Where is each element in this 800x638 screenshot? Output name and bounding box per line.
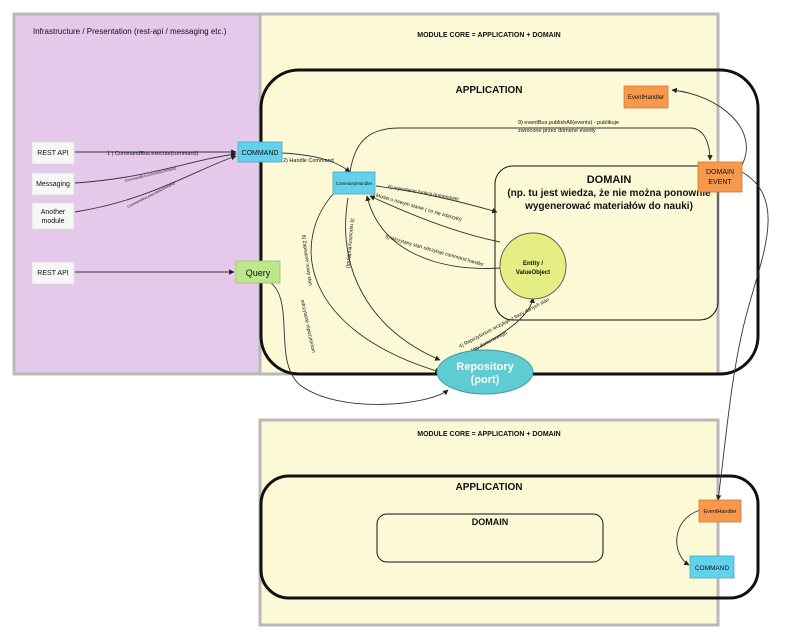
command-handler-node-label: CommandHandler (336, 181, 373, 186)
command-node: COMMAND (237, 141, 283, 163)
domain-title-top: DOMAIN (587, 174, 632, 186)
source-another-module-line-1: Another (41, 209, 66, 216)
domain-event-line-1: DOMAIN (706, 169, 734, 176)
domain-event-line-2: EVENT (708, 179, 732, 186)
arrow-publish-events (349, 127, 713, 173)
application-title-top: APPLICATION (455, 85, 522, 96)
arrow-command-to-handler (281, 152, 351, 173)
module-core-panel-bottom (258, 418, 720, 627)
arrow-handler-to-repository (345, 197, 441, 361)
label-step2: 2) Handle Command (283, 158, 334, 164)
domain-subtitle-line-2: wygenerować materiałów do nauki) (524, 201, 693, 212)
arrow-event-to-bottom-handler (715, 171, 769, 501)
command-handler-node: CommandHandler (332, 171, 376, 195)
arrow-messaging-to-command (74, 151, 237, 184)
arrow-repository-to-entity (474, 297, 535, 351)
arrow-entity-state-to-handler (365, 195, 501, 269)
arrow-handler-to-domain (375, 185, 498, 214)
application-box-bottom (259, 474, 760, 600)
event-handler-top-node: EventHandler (623, 85, 669, 109)
entity-line-2: ValueObject (516, 270, 550, 276)
source-rest-api-2: REST API (31, 261, 75, 285)
query-node: Query (235, 260, 281, 284)
label-step9-line-2: zwrócone przez domene eventy (518, 128, 596, 134)
source-rest-api-1-label: REST API (37, 150, 68, 157)
domain-event-node: DOMAIN EVENT (697, 161, 743, 193)
label-step3: 3) repository.findById() (345, 218, 355, 269)
source-rest-api-1: REST API (31, 141, 75, 165)
arrow-bottom-handler-to-command (676, 509, 701, 566)
source-messaging-label: Messaging (36, 181, 70, 188)
command-node-label: COMMAND (242, 150, 279, 157)
source-another-module-line-2: module (42, 218, 65, 225)
repository-line-1: Repository (456, 361, 514, 373)
event-handler-bottom-node: EventHandler (698, 499, 742, 523)
application-title-bottom: APPLICATION (455, 482, 522, 493)
repository-node: Repository (port) (436, 349, 534, 395)
arrow-handler-save (310, 191, 441, 374)
domain-box-bottom (376, 513, 604, 563)
label-step1: 1 ) CommandBus.execute(command) (107, 151, 199, 157)
domain-box-top (494, 165, 719, 321)
arrow-entity-to-handler (369, 195, 501, 243)
event-handler-bottom-label: EventHandler (703, 509, 736, 515)
infrastructure-title: Infrastructure / Presentation (rest-api … (33, 27, 227, 36)
entity-line-1: Entity / (523, 261, 543, 267)
command-bottom-label: COMMAND (695, 565, 730, 572)
arrow-query-to-repository (261, 277, 449, 405)
source-rest-api-2-label: REST API (37, 270, 68, 277)
domain-title-bottom: DOMAIN (472, 517, 509, 527)
entity-node: Entity / ValueObject (499, 232, 567, 300)
connectors (74, 87, 769, 566)
event-handler-top-label: EventHandler (628, 95, 664, 101)
domain-subtitle-line-1: (np. tu jest wiedza, że nie można ponown… (507, 188, 711, 199)
query-node-label: Query (246, 268, 271, 278)
source-another-module: Another module (31, 202, 75, 230)
arrow-event-to-handler (671, 87, 747, 166)
label-step9-line-1: 9) eventBus.publishAll(events) - publiku… (518, 120, 619, 126)
source-messaging: Messaging (31, 172, 75, 196)
module-core-title-bottom: MODULE CORE = APPLICATION + DOMAIN (417, 431, 561, 438)
command-bottom-node: COMMAND (689, 555, 735, 579)
repository-line-2: (port) (471, 374, 500, 386)
arrow-another-to-command (74, 155, 237, 213)
module-core-title-top: MODULE CORE = APPLICATION + DOMAIN (417, 32, 561, 39)
